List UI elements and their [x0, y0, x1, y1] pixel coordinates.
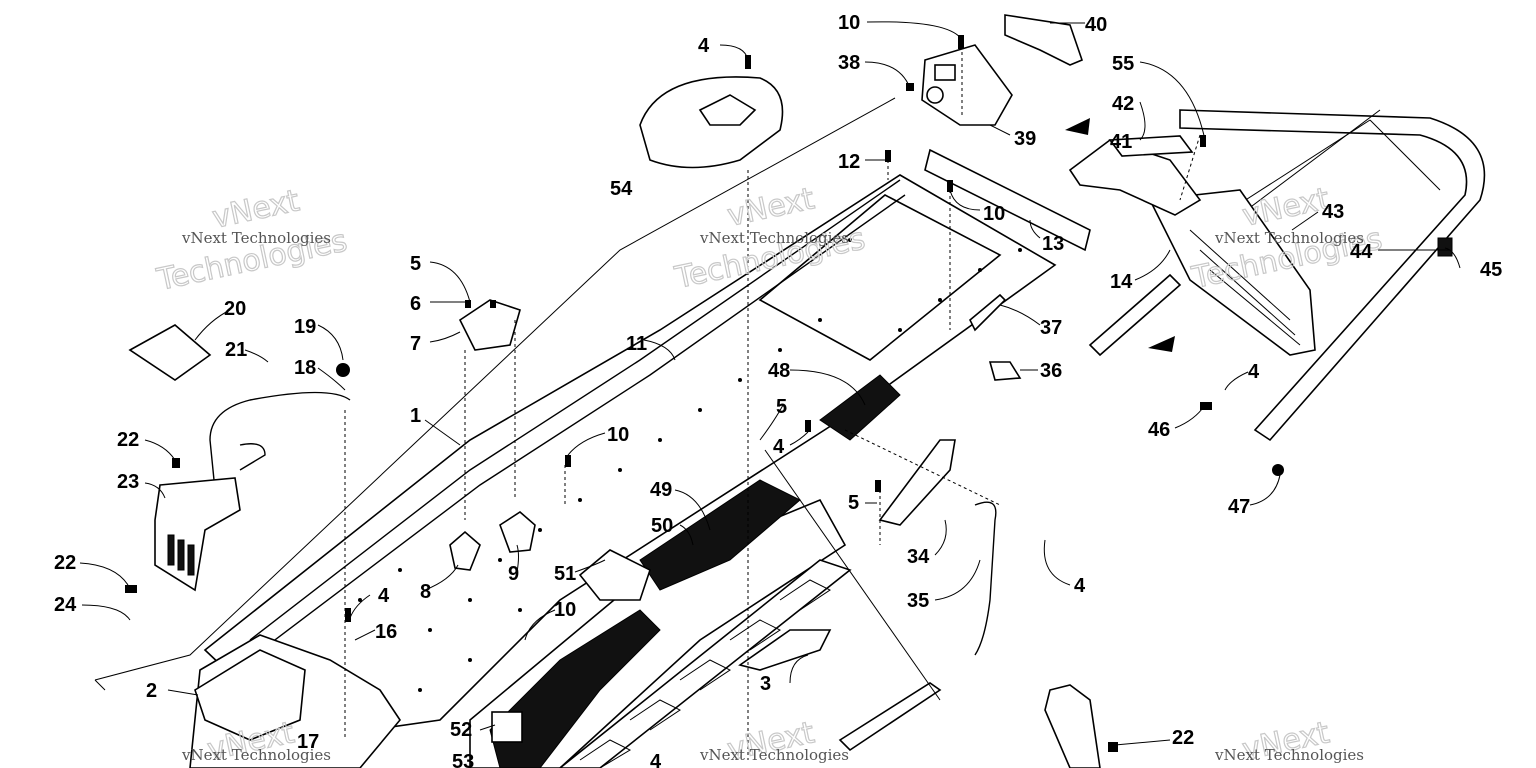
callout-20: 20 [224, 298, 246, 320]
part-36 [988, 361, 1022, 381]
callout-53: 53 [452, 751, 474, 768]
arrow-marker [1065, 118, 1090, 135]
watermark-vnext: vNext [724, 181, 817, 234]
callout-10: 10 [607, 424, 629, 446]
callout-37: 37 [1040, 317, 1062, 339]
assembly-guide-lines [344, 40, 1201, 760]
part-35 [974, 501, 997, 656]
callout-5: 5 [848, 492, 859, 514]
callout-55: 55 [1112, 53, 1134, 75]
callout-11: 11 [626, 333, 647, 355]
part-45 [1437, 237, 1453, 257]
callout-49: 49 [650, 479, 672, 501]
callout-8: 8 [420, 581, 431, 603]
watermark-brand: vNext Technologies [1214, 229, 1364, 247]
arrow-marker [1148, 336, 1175, 352]
callout-38: 38 [838, 52, 860, 74]
callout-4: 4 [650, 751, 662, 768]
callout-52: 52 [450, 719, 472, 741]
callout-35: 35 [907, 590, 929, 612]
callout-4: 4 [698, 35, 710, 57]
seat-pad-part-54 [639, 76, 784, 169]
callout-1: 1 [410, 405, 421, 427]
callout-4: 4 [1248, 361, 1260, 383]
bracket-part-23 [154, 477, 241, 592]
callout-54: 54 [610, 178, 633, 200]
tunnel-part-1 [94, 97, 1057, 768]
decal-part-42 [1108, 135, 1194, 157]
callout-47: 47 [1228, 496, 1250, 518]
lens-part-40 [1004, 14, 1083, 66]
watermark-brand: vNext Technologies [699, 229, 849, 247]
callout-34: 34 [907, 546, 930, 568]
watermark-brand: vNext Technologies [699, 746, 849, 764]
callout-13: 13 [1042, 233, 1064, 255]
side-rail [838, 682, 942, 752]
part-9 [499, 511, 536, 553]
leader-lines [79, 21, 1461, 746]
part-2 [194, 649, 306, 741]
snow-flap [1148, 189, 1316, 356]
callout-3: 3 [760, 673, 771, 695]
callout-40: 40 [1085, 14, 1107, 36]
callout-45: 45 [1480, 259, 1502, 281]
callout-46: 46 [1148, 419, 1170, 441]
watermark-brand: vNext Technologies [181, 229, 331, 247]
callout-4: 4 [773, 436, 785, 458]
callout-51: 51 [554, 563, 576, 585]
callout-19: 19 [294, 316, 316, 338]
callout-39: 39 [1014, 128, 1036, 150]
callout-22: 22 [117, 429, 139, 451]
callout-23: 23 [117, 471, 139, 493]
callout-43: 43 [1322, 201, 1344, 223]
part-8 [449, 530, 481, 571]
callout-10: 10 [838, 12, 860, 34]
callout-41: 41 [1110, 131, 1132, 153]
watermark-vnext: vNext [209, 183, 302, 236]
watermark-brand: vNext Technologies [1214, 746, 1364, 764]
callout-22: 22 [1172, 727, 1194, 749]
callout-21: 21 [225, 339, 247, 361]
callout-44: 44 [1350, 241, 1373, 263]
callout-9: 9 [508, 563, 519, 585]
callout-24: 24 [54, 594, 77, 616]
callout-4: 4 [1074, 575, 1086, 597]
callout-48: 48 [768, 360, 790, 382]
tunnel-rivets [358, 238, 1022, 692]
callout-42: 42 [1112, 93, 1134, 115]
part-51 [578, 549, 651, 601]
callout-5: 5 [776, 396, 787, 418]
callout-7: 7 [410, 333, 421, 355]
part-52 [491, 711, 523, 743]
callout-22: 22 [54, 552, 76, 574]
callout-36: 36 [1040, 360, 1062, 382]
callout-17: 17 [297, 731, 319, 753]
callout-14: 14 [1110, 271, 1133, 293]
callout-10: 10 [554, 599, 576, 621]
callout-18: 18 [294, 357, 316, 379]
callout-12: 12 [838, 151, 860, 173]
rear-bumper-part-44 [1179, 109, 1486, 442]
callout-5: 5 [410, 253, 421, 275]
callout-6: 6 [410, 293, 421, 315]
bracket-part-13 [924, 148, 1091, 252]
grab-handle-part-18 [209, 391, 351, 491]
callout-50: 50 [651, 515, 673, 537]
part-37 [969, 293, 1007, 332]
part-34 [878, 439, 956, 526]
part-callouts: 4 10 40 38 55 42 41 39 12 54 10 13 43 44… [54, 12, 1502, 768]
callout-4: 4 [378, 585, 390, 607]
callout-2: 2 [146, 680, 157, 702]
bracket-part-14 [1088, 273, 1182, 357]
watermark-brand: vNext Technologies [181, 746, 331, 764]
running-board-pattern [558, 559, 852, 768]
bracket-lower-right [1044, 684, 1101, 768]
watermark-vnext: vNext [1239, 181, 1332, 234]
callout-10: 10 [983, 203, 1005, 225]
taillight-part-39 [921, 44, 1013, 126]
part-3 [738, 629, 832, 671]
cover-part-20 [128, 324, 212, 381]
callout-16: 16 [375, 621, 397, 643]
